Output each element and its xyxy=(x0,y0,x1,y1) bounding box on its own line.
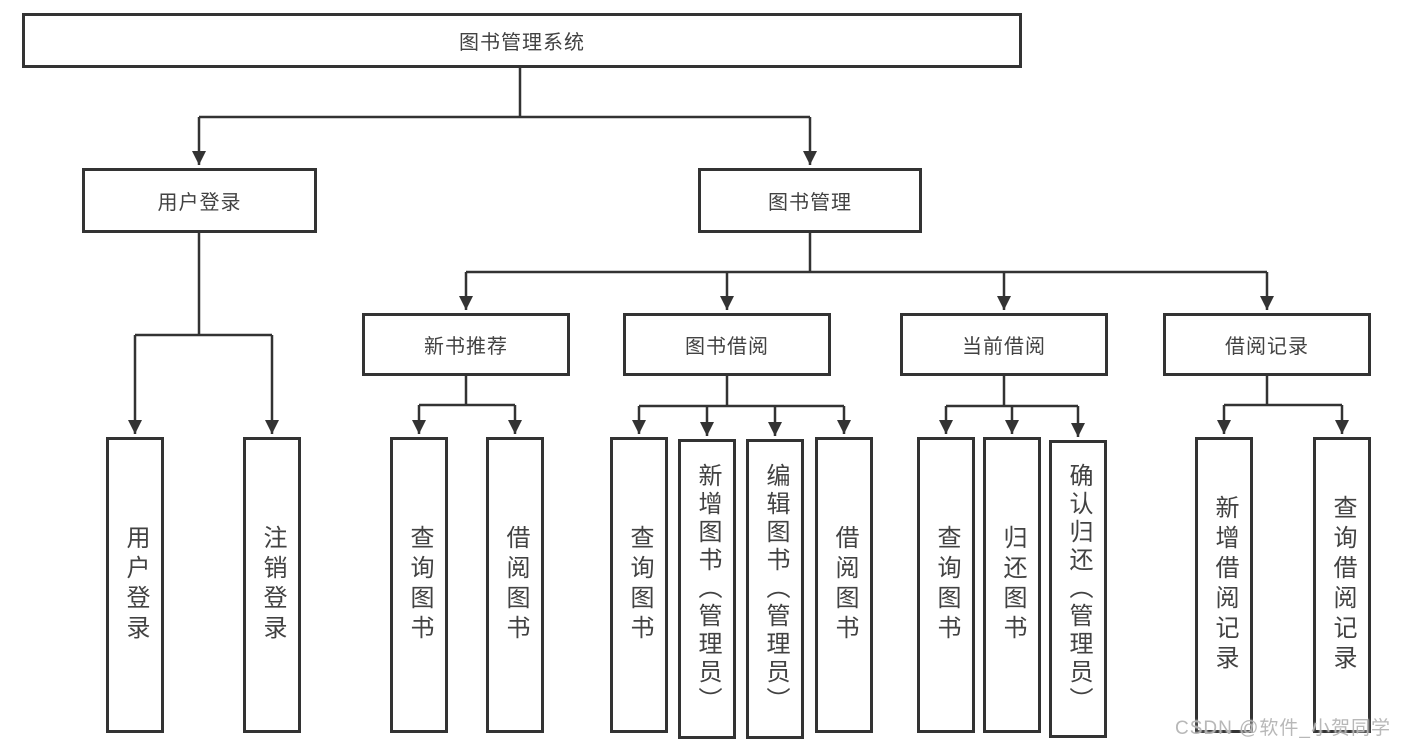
node-label: 当前借阅 xyxy=(962,336,1046,358)
node-label: 归还图书 xyxy=(999,525,1026,645)
node-label: 新增借阅记录 xyxy=(1211,495,1238,675)
node-library-system: 图书管理系统 xyxy=(22,13,1022,68)
node-label: 图书管理系统 xyxy=(459,32,585,54)
leaf-query-books: 查询图书 xyxy=(390,437,448,733)
leaf-edit-book-admin: 编辑图书（管理员） xyxy=(746,439,804,739)
node-label: 借阅记录 xyxy=(1225,336,1309,358)
leaf-query-books: 查询图书 xyxy=(610,437,668,733)
leaf-borrow-books: 借阅图书 xyxy=(815,437,873,733)
node-new-book-recommendation: 新书推荐 xyxy=(362,313,570,376)
csdn-watermark: CSDN @软件_小贺同学 xyxy=(1175,718,1391,739)
node-label: 新增图书（管理员） xyxy=(694,463,721,715)
node-label: 确认归还（管理员） xyxy=(1065,463,1092,715)
node-label: 借阅图书 xyxy=(502,525,529,645)
node-label: 查询图书 xyxy=(933,525,960,645)
node-book-management: 图书管理 xyxy=(698,168,922,233)
node-user-login: 用户登录 xyxy=(82,168,317,233)
leaf-logout: 注销登录 xyxy=(243,437,301,733)
node-label: 图书借阅 xyxy=(685,336,769,358)
node-borrowing-records: 借阅记录 xyxy=(1163,313,1371,376)
leaf-borrow-books: 借阅图书 xyxy=(486,437,544,733)
leaf-add-borrow-record: 新增借阅记录 xyxy=(1195,437,1253,733)
node-label: 用户登录 xyxy=(122,525,149,645)
node-label: 图书管理 xyxy=(768,192,852,214)
node-label: 注销登录 xyxy=(259,525,286,645)
node-label: 查询借阅记录 xyxy=(1329,495,1356,675)
leaf-return-books: 归还图书 xyxy=(983,437,1041,733)
node-book-borrowing: 图书借阅 xyxy=(623,313,831,376)
leaf-confirm-return-admin: 确认归还（管理员） xyxy=(1049,440,1107,738)
node-label: 借阅图书 xyxy=(831,525,858,645)
leaf-add-book-admin: 新增图书（管理员） xyxy=(678,439,736,739)
node-label: 新书推荐 xyxy=(424,336,508,358)
node-label: 查询图书 xyxy=(626,525,653,645)
node-label: 查询图书 xyxy=(406,525,433,645)
leaf-user-login: 用户登录 xyxy=(106,437,164,733)
node-label: 编辑图书（管理员） xyxy=(762,463,789,715)
node-current-borrowing: 当前借阅 xyxy=(900,313,1108,376)
leaf-query-books: 查询图书 xyxy=(917,437,975,733)
node-label: 用户登录 xyxy=(157,192,242,214)
leaf-query-borrow-record: 查询借阅记录 xyxy=(1313,437,1371,733)
